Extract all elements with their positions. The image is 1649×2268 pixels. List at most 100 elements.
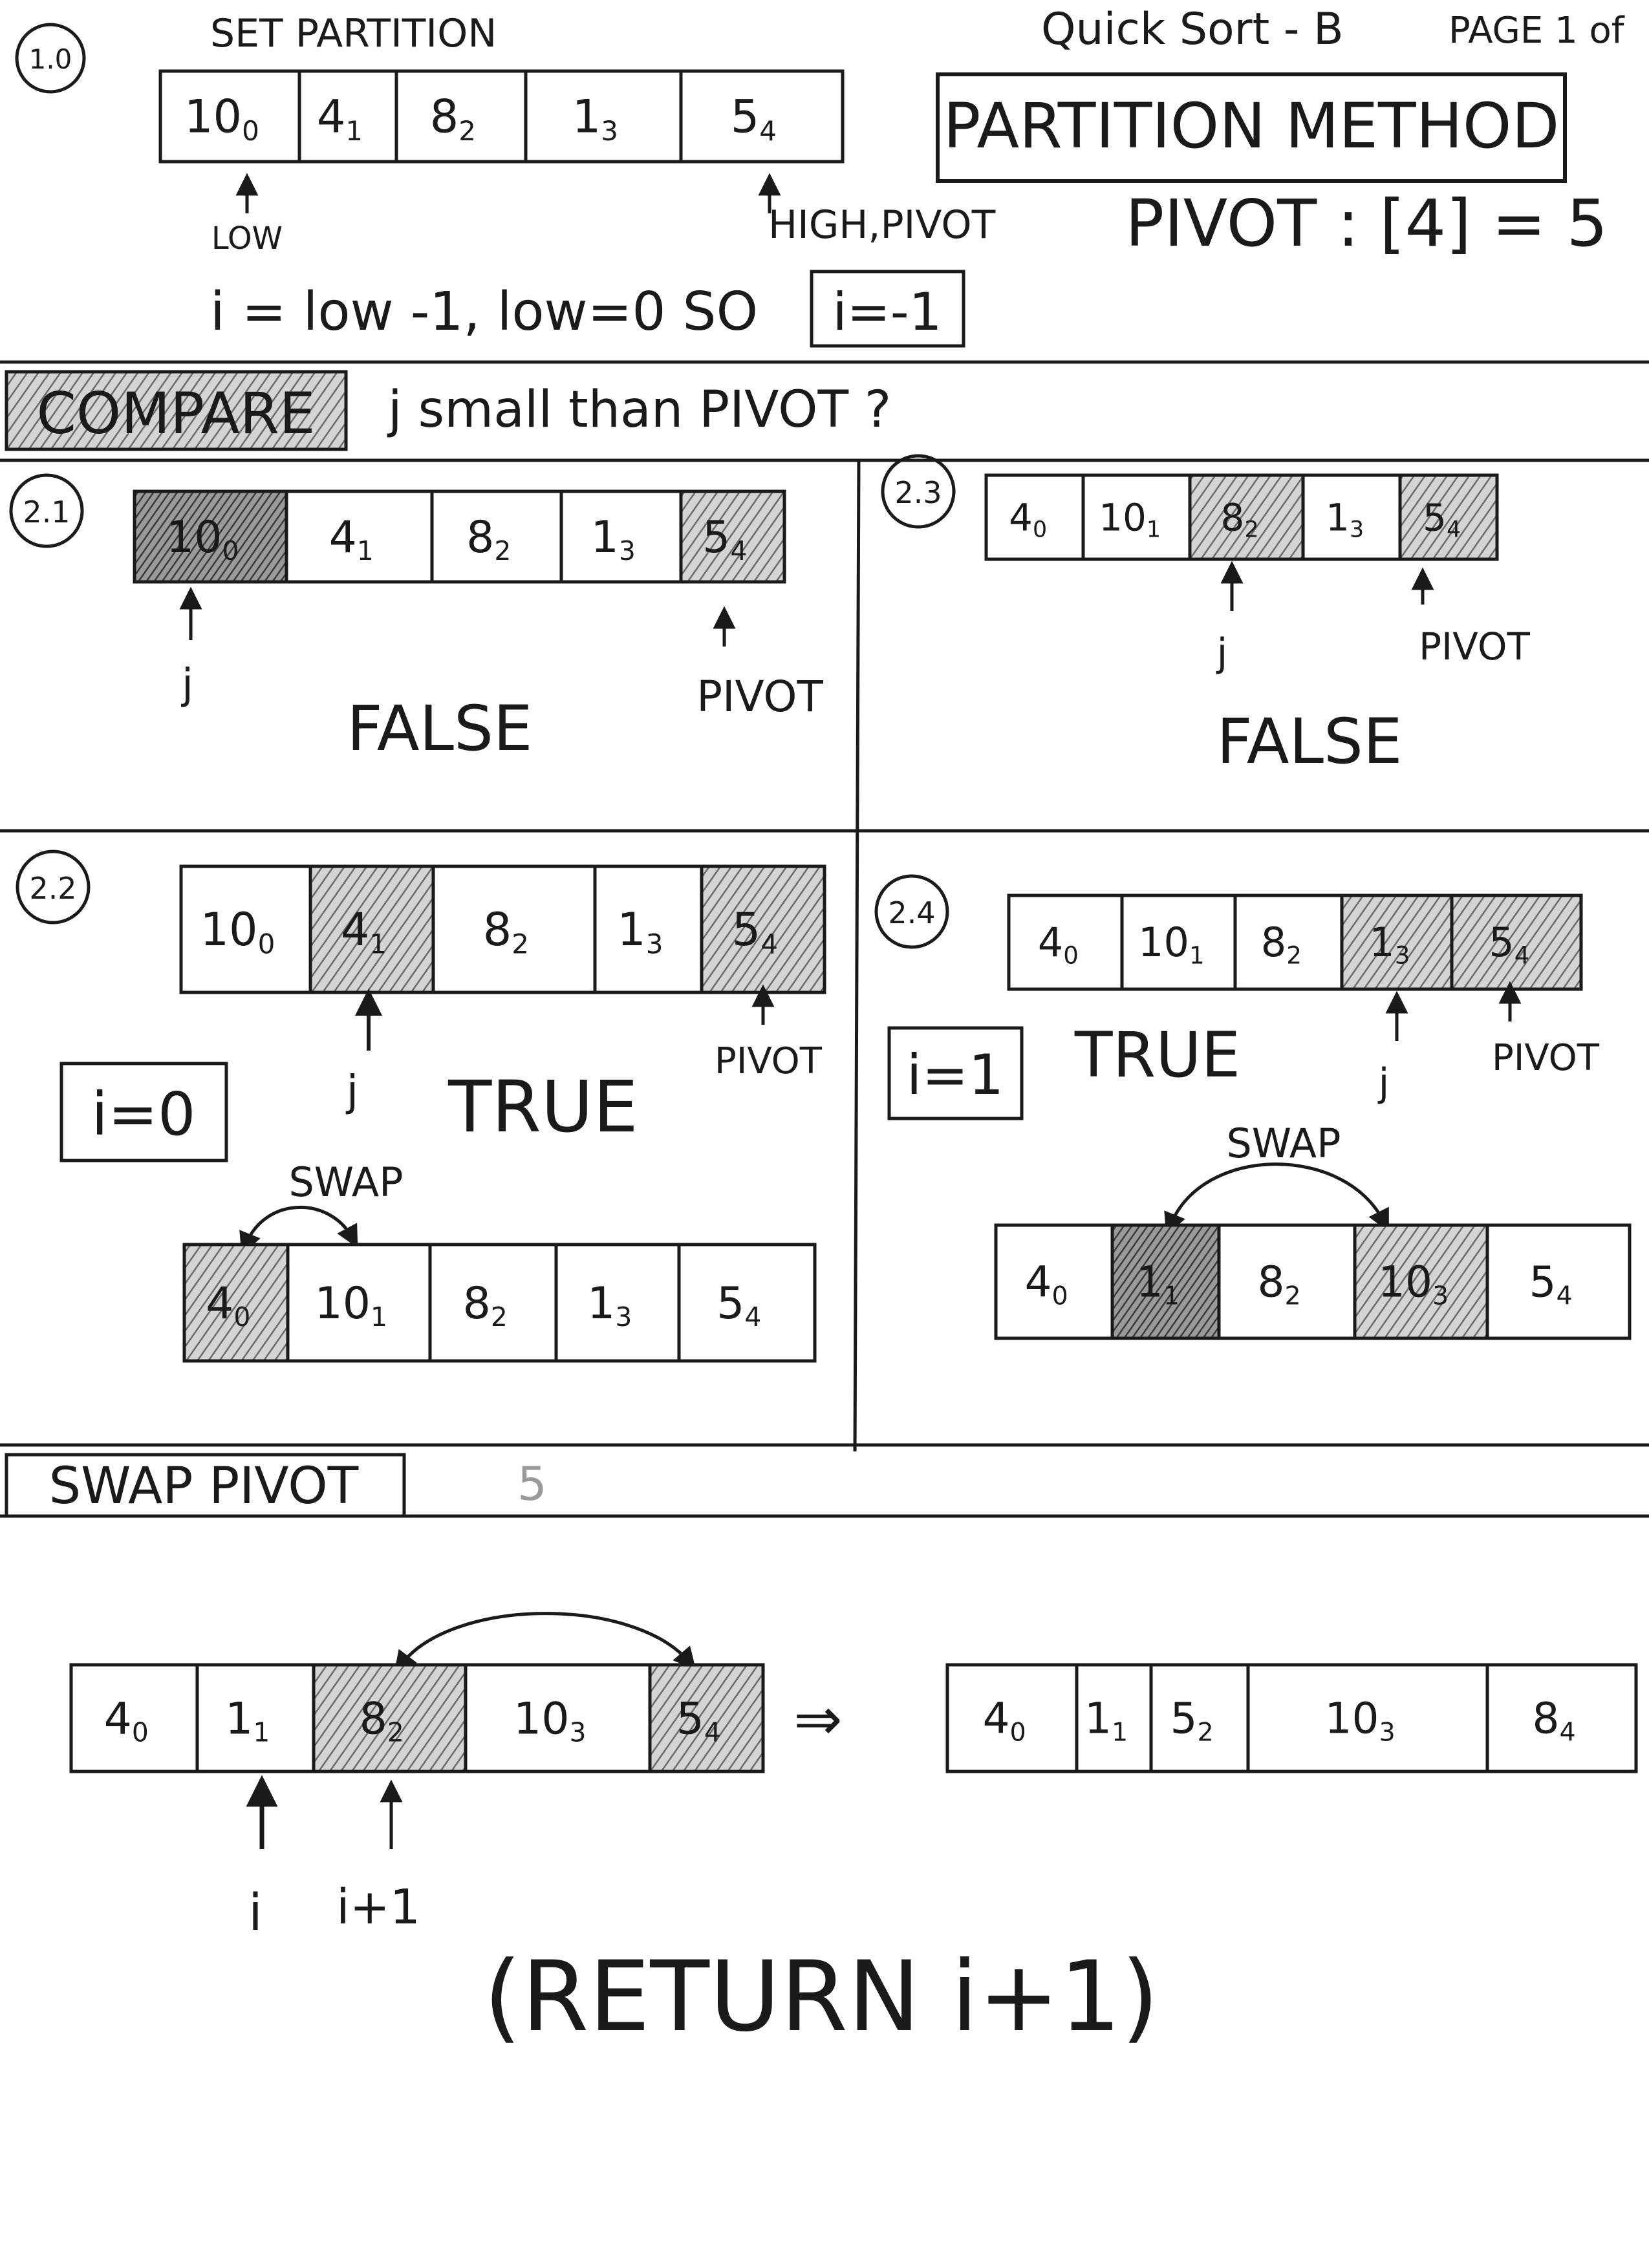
array-cell-box — [1353, 1223, 1489, 1340]
j-label: j — [1216, 630, 1228, 676]
array-cell: 40 — [69, 1663, 199, 1773]
result-true: TRUE — [1074, 1019, 1240, 1091]
array-cell: 13 — [524, 69, 683, 164]
array-cell-box — [1007, 893, 1124, 991]
array-cell: 13 — [554, 1243, 681, 1363]
i-equals-0: i=0 — [91, 1080, 195, 1149]
array-cell: 41 — [308, 864, 435, 994]
array-cell: 11 — [195, 1663, 316, 1773]
array-cell-box — [312, 1663, 468, 1773]
i-box — [887, 1026, 1024, 1120]
array-cell-value: 13 — [587, 1278, 632, 1332]
step-circle — [881, 454, 956, 529]
compare-question: j small than PIVOT ? — [387, 381, 891, 439]
array-cell: 40 — [994, 1223, 1114, 1340]
array-cell-box — [394, 69, 528, 164]
array-cell-box — [1246, 1663, 1489, 1773]
j-label: j — [345, 1066, 358, 1116]
array-cell-box — [133, 489, 288, 584]
step-label: 2.4 — [888, 895, 935, 930]
array-cell: 40 — [984, 473, 1085, 561]
array-cell: 54 — [1398, 473, 1499, 561]
high-pivot-arrow: HIGH,PIVOT — [758, 173, 996, 248]
array-cell-box — [1149, 1663, 1250, 1773]
swap-pivot-title: SWAP PIVOT — [49, 1457, 359, 1515]
array-cell: 103 — [1353, 1223, 1489, 1340]
array-cell-box — [648, 1663, 765, 1773]
array-cell-box — [554, 1243, 681, 1363]
array-cell-box — [464, 1663, 652, 1773]
array-cell: 100 — [158, 69, 301, 164]
array-cell-box — [195, 1663, 316, 1773]
array-cell: 100 — [179, 864, 312, 994]
array-cell-box — [677, 1243, 817, 1363]
pivot-label: PIVOT — [1419, 625, 1530, 669]
i-equals-1: i=1 — [907, 1043, 1004, 1107]
pivot-label: PIVOT — [696, 672, 823, 722]
set-partition-label: SET PARTITION — [210, 11, 497, 56]
method-title: PARTITION METHOD — [943, 90, 1560, 162]
header: 1.0 SET PARTITION Quick Sort - B PAGE 1 … — [15, 4, 1625, 348]
array-cell: 52 — [1149, 1663, 1250, 1773]
array-cell: 41 — [297, 69, 398, 164]
step-circle — [874, 874, 949, 949]
swap-label: SWAP — [1226, 1120, 1341, 1167]
array-cell: 82 — [394, 69, 528, 164]
array-cell: 101 — [1081, 473, 1192, 561]
array-cell-box — [1075, 1663, 1153, 1773]
topic-title: Quick Sort - B — [1041, 4, 1344, 55]
pivot-label: PIVOT — [1492, 1037, 1600, 1079]
array-cell: 82 — [1188, 473, 1305, 561]
array-cell: 82 — [431, 864, 597, 994]
compare-title: COMPARE — [36, 380, 315, 447]
array-cell-box — [524, 69, 683, 164]
array-cell-box — [700, 864, 826, 994]
step-circle — [15, 23, 86, 94]
array-cell: 103 — [464, 1663, 652, 1773]
i-label: i — [248, 1884, 263, 1942]
array-cell: 13 — [1301, 473, 1402, 561]
array-cell-value: 103 — [1325, 1694, 1396, 1748]
i-plus-1-label: i+1 — [336, 1879, 420, 1935]
compare-section: COMPARE j small than PIVOT ? — [5, 370, 891, 451]
array-cell: 101 — [1120, 893, 1237, 991]
array-cell: 84 — [1485, 1663, 1638, 1773]
step-number: 1.0 — [29, 43, 72, 75]
swap-pivot-value: 5 — [517, 1457, 547, 1511]
pivot-label: PIVOT — [715, 1040, 823, 1082]
step-circle — [9, 473, 84, 548]
array-cell-box — [1233, 893, 1344, 991]
array-cell-box — [286, 1243, 432, 1363]
array-cell: 13 — [559, 489, 683, 584]
array-cell: 54 — [679, 69, 845, 164]
array-cell-box — [1301, 473, 1402, 561]
array-cell: 54 — [677, 1243, 817, 1363]
array-cell-value: 54 — [1489, 919, 1529, 969]
array-cell-value: 40 — [206, 1278, 250, 1332]
array-cell-box — [1398, 473, 1499, 561]
array-cell: 54 — [679, 489, 786, 584]
array-cell-box — [285, 489, 434, 584]
array-cell-box — [559, 489, 683, 584]
array-cell-box — [945, 1663, 1079, 1773]
array-cell: 82 — [428, 1243, 558, 1363]
array-cell-box — [1485, 1223, 1632, 1340]
array-cell: 103 — [1246, 1663, 1489, 1773]
low-arrow: LOW — [211, 173, 283, 257]
step-label: 2.2 — [29, 871, 76, 906]
array-cell-box — [431, 864, 597, 994]
step-circle — [16, 850, 91, 925]
array-cell: 82 — [1233, 893, 1344, 991]
array-cell: 40 — [1007, 893, 1124, 991]
